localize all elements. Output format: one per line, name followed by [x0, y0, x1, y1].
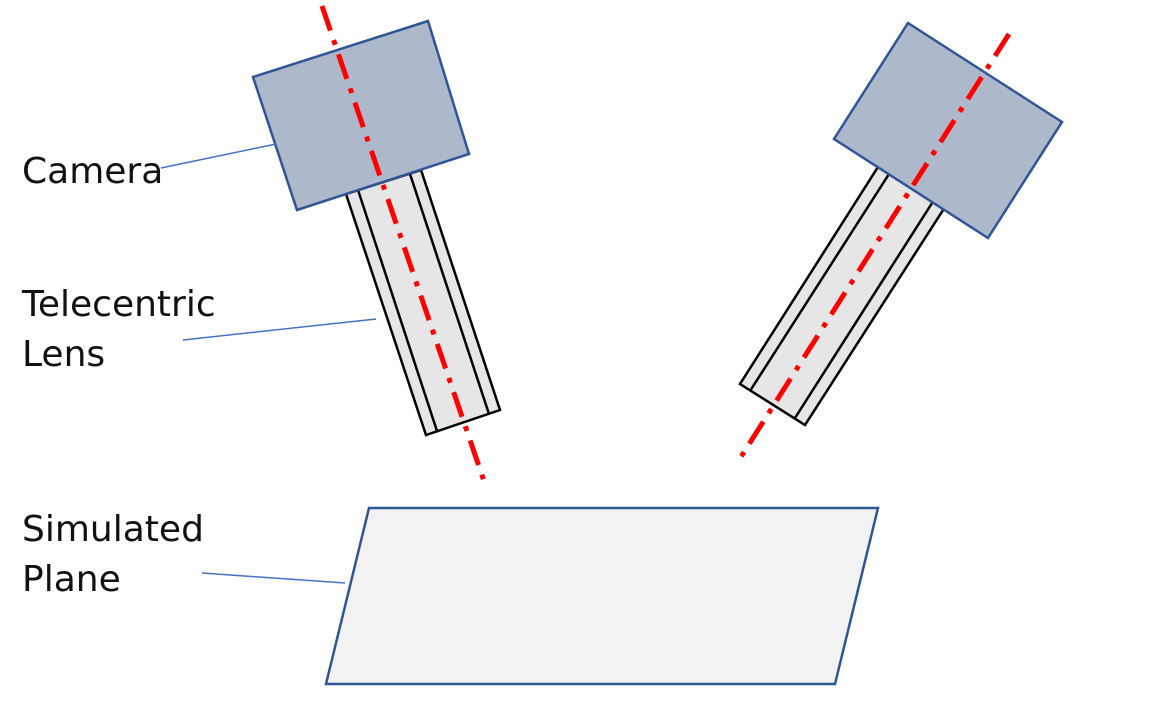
lens-label-line2: Lens [22, 334, 105, 375]
camera-leader-line [160, 143, 277, 169]
plane-label-line1: Simulated [22, 509, 204, 550]
lens-leader-line [182, 318, 377, 341]
right-optical-axis [736, 32, 1012, 462]
camera-label: Camera [22, 151, 163, 192]
left-optical-axis [319, 5, 488, 485]
plane-leader-line [201, 572, 346, 584]
simulated-plane [324, 506, 880, 686]
plane-label-line2: Plane [22, 559, 121, 600]
lens-label-line1: Telecentric [21, 284, 216, 325]
